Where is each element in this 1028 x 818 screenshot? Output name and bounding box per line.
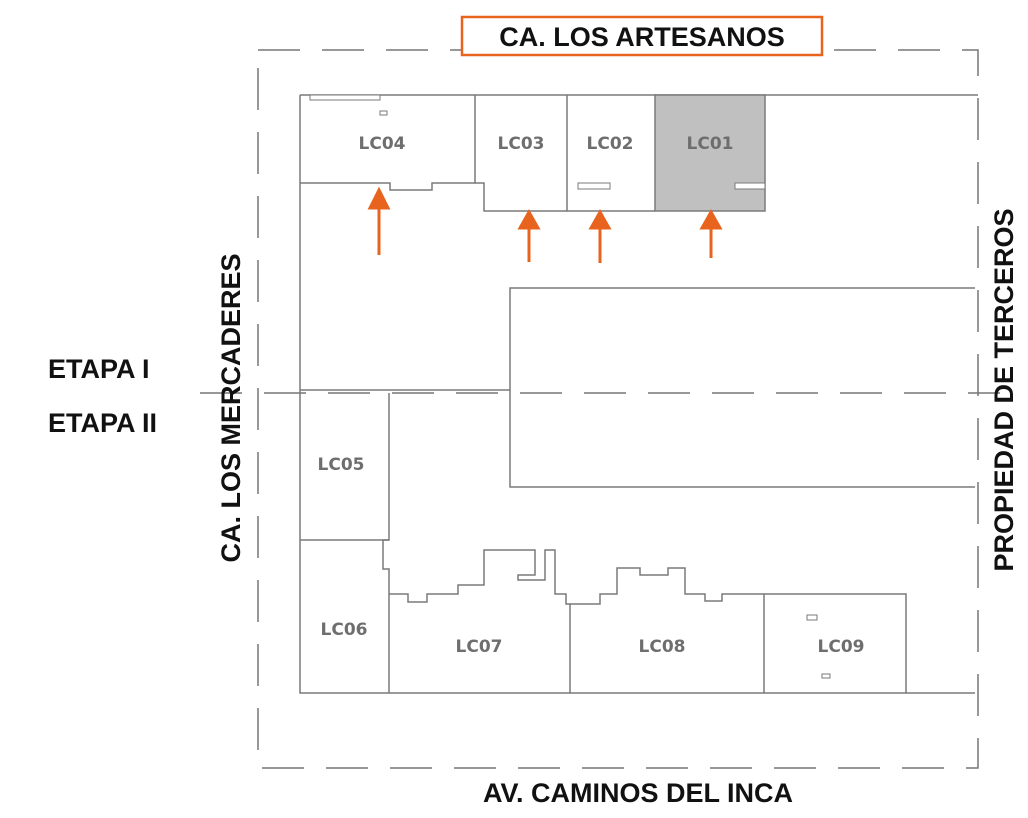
arrow-up-icon bbox=[699, 208, 723, 258]
street-label-south: AV. CAMINOS DEL INCA bbox=[483, 778, 793, 808]
arrow-up-icon bbox=[588, 208, 612, 263]
unit-label-lc09: LC09 bbox=[818, 637, 865, 657]
unit-lc06-shape[interactable] bbox=[382, 539, 390, 693]
arrow-up-icon bbox=[367, 186, 391, 255]
unit-lc01-fixture bbox=[734, 182, 766, 190]
building-outline bbox=[299, 94, 978, 694]
street-label-east: PROPIEDAD DE TERCEROS bbox=[989, 208, 1019, 571]
unit-label-lc08: LC08 bbox=[639, 637, 686, 657]
unit-lc07-shape[interactable] bbox=[389, 549, 571, 693]
unit-lc03-shape[interactable] bbox=[474, 95, 567, 212]
unit-label-lc02: LC02 bbox=[587, 134, 634, 154]
unit-label-lc05: LC05 bbox=[318, 455, 365, 475]
unit-label-lc04: LC04 bbox=[359, 134, 406, 154]
unit-lc09-fixture bbox=[821, 673, 831, 679]
phase-label-2: ETAPA II bbox=[48, 408, 157, 438]
unit-lc09-fixture bbox=[806, 614, 818, 621]
north-street-box bbox=[460, 15, 824, 57]
phase-label-1: ETAPA I bbox=[48, 354, 150, 384]
arrow-up-icon bbox=[517, 208, 541, 262]
unit-lc02-fixture bbox=[577, 182, 611, 190]
unit-label-lc06: LC06 bbox=[321, 620, 368, 640]
street-label-west: CA. LOS MERCADERES bbox=[216, 253, 246, 562]
unit-lc04-fixture bbox=[309, 94, 381, 101]
unit-lc04-fixture bbox=[379, 110, 388, 116]
unit-lc09-shape[interactable] bbox=[764, 593, 907, 693]
unit-lc08-shape[interactable] bbox=[570, 567, 765, 693]
unit-label-lc01: LC01 bbox=[687, 134, 734, 154]
unit-lc04-shape[interactable] bbox=[300, 182, 475, 191]
unit-label-lc03: LC03 bbox=[498, 134, 545, 154]
street-label-north: CA. LOS ARTESANOS bbox=[499, 22, 785, 52]
property-boundary bbox=[257, 49, 979, 769]
unit-label-lc07: LC07 bbox=[456, 637, 503, 657]
